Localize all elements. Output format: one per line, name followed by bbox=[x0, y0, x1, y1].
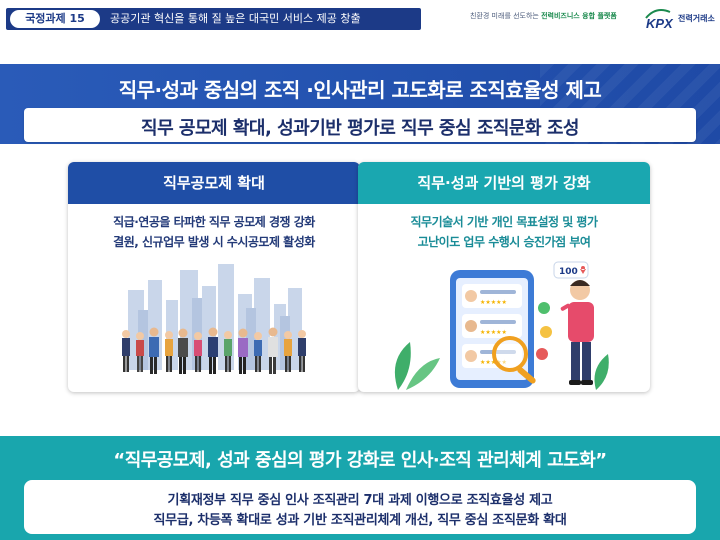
person-figure bbox=[268, 327, 278, 374]
person-figure bbox=[224, 331, 232, 372]
magnifier-icon bbox=[492, 336, 536, 384]
card-job-posting: 직무공모제 확대 직급·연공을 타파한 직무 공모제 경쟁 강화 결원, 신규업… bbox=[68, 162, 360, 392]
brand-slogan: 친환경 미래를 선도하는 전력비즈니스 융합 플랫폼 bbox=[470, 10, 617, 22]
neutral-face-icon bbox=[540, 326, 552, 338]
person-figure bbox=[208, 327, 218, 374]
presenter-person bbox=[560, 280, 594, 385]
person-figure bbox=[254, 332, 262, 372]
person-figure bbox=[194, 332, 202, 372]
score-badge-text: 100 bbox=[559, 267, 578, 277]
task-badge: 국정과제 15 bbox=[10, 10, 100, 28]
headline-banner: 직무·성과 중심의 조직 ·인사관리 고도화로 조직효율성 제고 직무 공모제 … bbox=[0, 64, 720, 144]
kpx-logo-icon: KPX 전력거래소 bbox=[645, 9, 715, 31]
summary-line: 기획재정부 직무 중심 인사 조직관리 7대 과제 이행으로 조직효율성 제고 bbox=[167, 493, 553, 508]
slogan-prefix: 친환경 미래 bbox=[470, 12, 505, 20]
person-figure bbox=[165, 331, 173, 372]
review-row: ★★★★★ bbox=[462, 284, 522, 308]
person-figure bbox=[149, 327, 159, 374]
card-heading: 직무·성과 기반의 평가 강화 bbox=[358, 162, 650, 204]
task-title: 공공기관 혁신을 통해 질 높은 대국민 서비스 제공 창출 bbox=[110, 12, 361, 25]
card-line: 직무기술서 기반 개인 목표설정 및 평가 bbox=[410, 215, 598, 229]
logo-text: KPX bbox=[646, 16, 674, 31]
card-line: 결원, 신규업무 발생 시 수시공모제 활성화 bbox=[113, 235, 315, 249]
top-header: 국정과제 15 공공기관 혁신을 통해 질 높은 대국민 서비스 제공 창출 친… bbox=[0, 0, 720, 40]
sad-face-icon bbox=[536, 348, 548, 360]
svg-text:★★★★★: ★★★★★ bbox=[480, 329, 507, 336]
card-line: 고난이도 업무 수행시 승진가점 부여 bbox=[417, 235, 591, 249]
person-figure bbox=[178, 328, 188, 374]
summary-quote: “직무공모제, 성과 중심의 평가 강화로 인사·조직 관리체계 고도화” bbox=[113, 450, 607, 471]
banner-title: 직무·성과 중심의 조직 ·인사관리 고도화로 조직효율성 제고 bbox=[118, 78, 602, 102]
person-figure bbox=[284, 331, 292, 372]
svg-text:★★★★★: ★★★★★ bbox=[480, 359, 507, 366]
summary-section: “직무공모제, 성과 중심의 평가 강화로 인사·조직 관리체계 고도화” 기획… bbox=[0, 436, 720, 540]
city-crowd-illustration bbox=[122, 264, 306, 374]
banner-subtitle: 직무 공모제 확대, 성과기반 평가로 직무 중심 조직문화 조성 bbox=[141, 118, 579, 139]
happy-face-icon bbox=[538, 302, 550, 314]
person-figure bbox=[136, 332, 144, 372]
card-heading: 직무공모제 확대 bbox=[68, 162, 360, 204]
heart-icon bbox=[580, 266, 586, 274]
review-row: ★★★★★ bbox=[462, 314, 522, 338]
score-badge: 100 bbox=[553, 261, 589, 279]
evaluation-phone-illustration: ★★★★★ ★★★★★ ★★★★★ bbox=[394, 261, 609, 390]
person-figure bbox=[122, 330, 130, 372]
logo-name: 전력거래소 bbox=[678, 13, 715, 23]
leaf-icon bbox=[394, 342, 609, 390]
banner-subtitle-box: 직무 공모제 확대, 성과기반 평가로 직무 중심 조직문화 조성 bbox=[24, 108, 696, 142]
card-performance-evaluation: 직무·성과 기반의 평가 강화 직무기술서 기반 개인 목표설정 및 평가 고난… bbox=[358, 162, 650, 392]
slogan-middle: 를 선도하는 bbox=[504, 12, 542, 20]
card-line: 직급·연공을 타파한 직무 공모제 경쟁 강화 bbox=[113, 215, 315, 229]
svg-text:★★★★★: ★★★★★ bbox=[480, 299, 507, 306]
slogan-emphasis: 전력비즈니스 융합 플랫폼 bbox=[541, 12, 617, 20]
person-figure bbox=[298, 330, 306, 372]
task-bar bbox=[6, 8, 421, 30]
summary-box: 기획재정부 직무 중심 인사 조직관리 7대 과제 이행으로 조직효율성 제고 … bbox=[24, 480, 696, 534]
summary-line: 직무급, 차등폭 확대로 성과 기반 조직관리체계 개선, 직무 중심 조직문화… bbox=[153, 513, 567, 528]
person-figure bbox=[238, 328, 248, 374]
